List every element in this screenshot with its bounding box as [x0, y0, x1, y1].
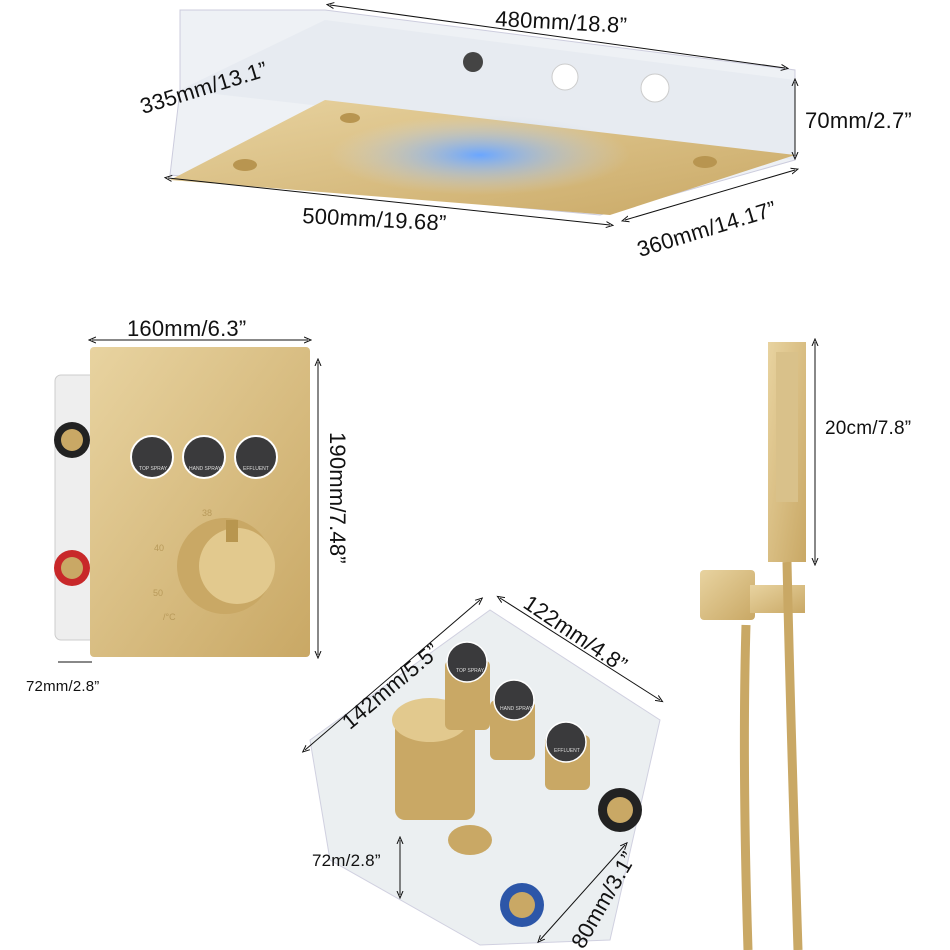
dial-mark-40: 40 — [154, 543, 165, 553]
control-panel-image — [54, 347, 310, 657]
dial-mark-38: 38 — [202, 508, 213, 518]
dim-line — [168, 178, 610, 225]
box-button-hand-spray: HAND SPRAY — [500, 706, 533, 712]
dim-line — [625, 170, 795, 220]
dial-mark-50: 50 — [153, 588, 164, 598]
hand-shower-length-label: 20cm/7.8” — [825, 418, 912, 439]
overhead-height-label: 70mm/2.7” — [805, 108, 912, 133]
box-button-effluent: EFFLUENT — [554, 748, 580, 754]
box-button-top-spray: TOP SPRAY — [456, 668, 485, 674]
control-panel-height-label: 190mm/7.48” — [325, 432, 350, 564]
overhead-shower-image — [169, 9, 796, 216]
dim-line — [330, 5, 785, 68]
control-panel-width-label: 160mm/6.3” — [127, 316, 247, 341]
dial-mark-celsius: /°C — [163, 612, 176, 622]
valve-box-depth-label: 72m/2.8” — [312, 851, 381, 870]
dim-line — [305, 600, 480, 750]
button-effluent-label: EFFLUENT — [243, 466, 269, 472]
button-hand-spray-label: HAND SPRAY — [189, 466, 222, 472]
hand-shower-image — [700, 342, 806, 950]
button-top-spray-label: TOP SPRAY — [139, 466, 168, 472]
dim-line — [540, 845, 625, 940]
control-panel-depth-label: 72mm/2.8” — [26, 678, 100, 695]
dim-line — [500, 598, 660, 700]
